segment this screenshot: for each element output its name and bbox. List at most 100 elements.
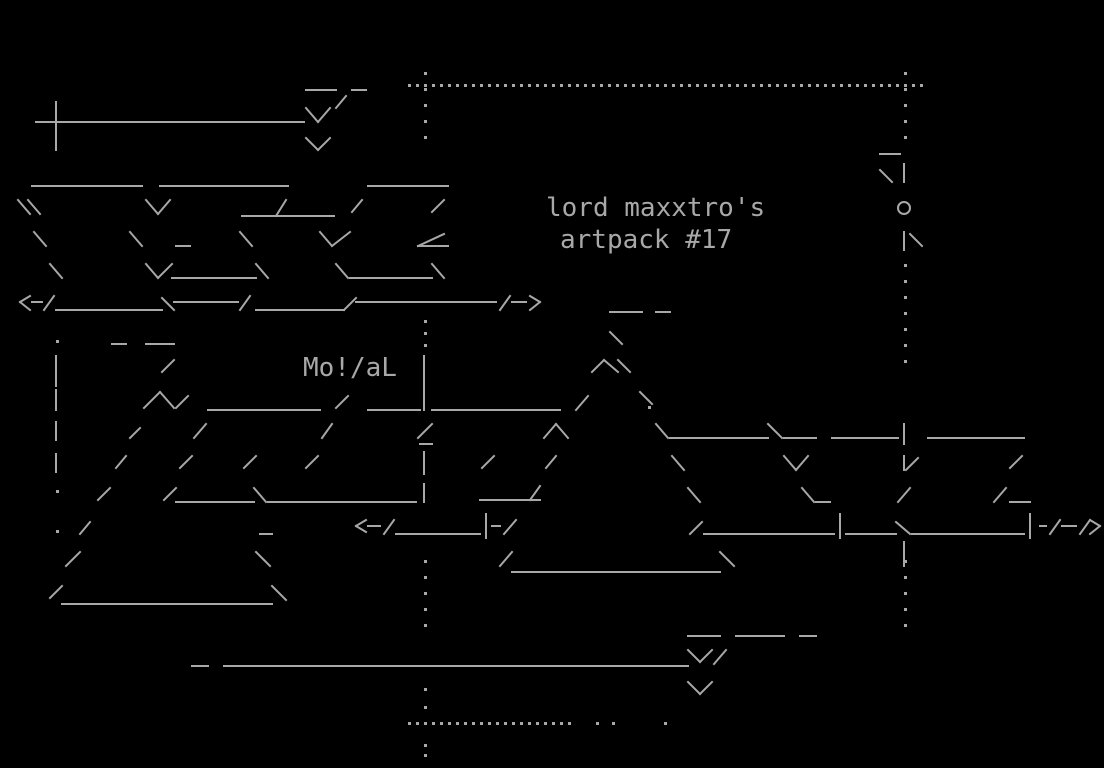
art-stroke: [156, 198, 172, 216]
art-stroke: [878, 168, 894, 184]
art-stroke: [528, 484, 542, 502]
art-stroke: [1088, 524, 1102, 536]
art-dot: [568, 84, 571, 87]
art-dot: [656, 84, 659, 87]
ascii-line-art: [16, 89, 1102, 696]
art-dot: [904, 88, 907, 91]
art-dot: [512, 722, 515, 725]
art-dot: [640, 84, 643, 87]
art-stroke: [128, 230, 144, 248]
art-stroke: [354, 524, 368, 534]
art-stroke: [528, 300, 542, 312]
art-dot: [776, 84, 779, 87]
art-dot: [632, 84, 635, 87]
art-stroke: [238, 230, 254, 248]
art-stroke: [252, 486, 268, 504]
art-dot: [408, 84, 411, 87]
art-stroke: [688, 520, 704, 536]
art-dot: [424, 722, 427, 725]
art-stroke: [686, 680, 702, 696]
art-dot: [596, 722, 599, 725]
art-dot: [904, 104, 907, 107]
art-dot: [600, 84, 603, 87]
art-stroke: [590, 358, 606, 374]
art-dot: [56, 530, 59, 533]
art-dot: [672, 84, 675, 87]
art-dot: [552, 722, 555, 725]
art-stroke: [544, 454, 558, 470]
art-stroke: [242, 454, 258, 470]
art-dot: [424, 744, 427, 747]
art-stroke: [144, 262, 160, 280]
art-stroke: [686, 486, 702, 504]
art-dot: [424, 608, 427, 611]
art-dot: [424, 72, 427, 75]
art-dot: [424, 592, 427, 595]
art-dot: [784, 84, 787, 87]
art-dot: [56, 340, 59, 343]
art-dot: [624, 84, 627, 87]
art-dot: [456, 722, 459, 725]
art-stroke: [1008, 454, 1024, 470]
art-dot: [504, 722, 507, 725]
art-dot: [472, 84, 475, 87]
art-stroke: [334, 262, 350, 280]
art-stroke: [142, 390, 162, 410]
art-stroke: [992, 486, 1008, 504]
art-dot: [432, 84, 435, 87]
art-dot: [448, 84, 451, 87]
art-dot: [464, 84, 467, 87]
art-stroke: [316, 106, 332, 124]
art-dot: [408, 722, 411, 725]
art-dot: [424, 136, 427, 139]
art-dot: [608, 84, 611, 87]
art-stroke: [270, 584, 288, 602]
art-stroke: [334, 94, 348, 110]
art-dot: [872, 84, 875, 87]
art-dot: [504, 84, 507, 87]
art-stroke: [160, 358, 176, 374]
art-dot: [696, 84, 699, 87]
art-dot: [576, 84, 579, 87]
art-dot: [612, 722, 615, 725]
art-stroke: [904, 456, 920, 472]
art-dot: [424, 320, 427, 323]
art-dot: [712, 84, 715, 87]
art-dot: [720, 84, 723, 87]
art-dot: [848, 84, 851, 87]
art-dot: [808, 84, 811, 87]
art-stroke: [430, 262, 446, 280]
art-dot: [424, 84, 427, 87]
art-dot: [424, 344, 427, 347]
art-dot: [544, 722, 547, 725]
art-dot: [680, 84, 683, 87]
art-dot: [904, 264, 907, 267]
art-dot: [840, 84, 843, 87]
art-stroke: [416, 232, 446, 248]
art-dot: [480, 84, 483, 87]
art-dot: [688, 84, 691, 87]
art-dot: [728, 84, 731, 87]
art-stroke: [254, 550, 272, 568]
art-stroke: [686, 648, 702, 664]
art-stroke: [26, 198, 42, 216]
art-dot: [424, 754, 427, 757]
art-dot: [792, 84, 795, 87]
art-stroke: [128, 426, 142, 440]
art-stroke: [1048, 518, 1062, 536]
art-dot: [824, 84, 827, 87]
art-stroke: [64, 550, 82, 568]
art-dot: [528, 722, 531, 725]
art-stroke: [192, 422, 208, 440]
art-dot: [832, 84, 835, 87]
art-stroke: [158, 390, 176, 410]
art-dot: [760, 84, 763, 87]
art-stroke: [178, 454, 194, 470]
art-ring: [897, 201, 911, 215]
art-stroke: [16, 198, 32, 216]
art-stroke: [48, 584, 64, 600]
art-stroke: [318, 230, 334, 248]
art-dot: [904, 136, 907, 139]
art-dot: [528, 84, 531, 87]
art-dot: [856, 84, 859, 87]
